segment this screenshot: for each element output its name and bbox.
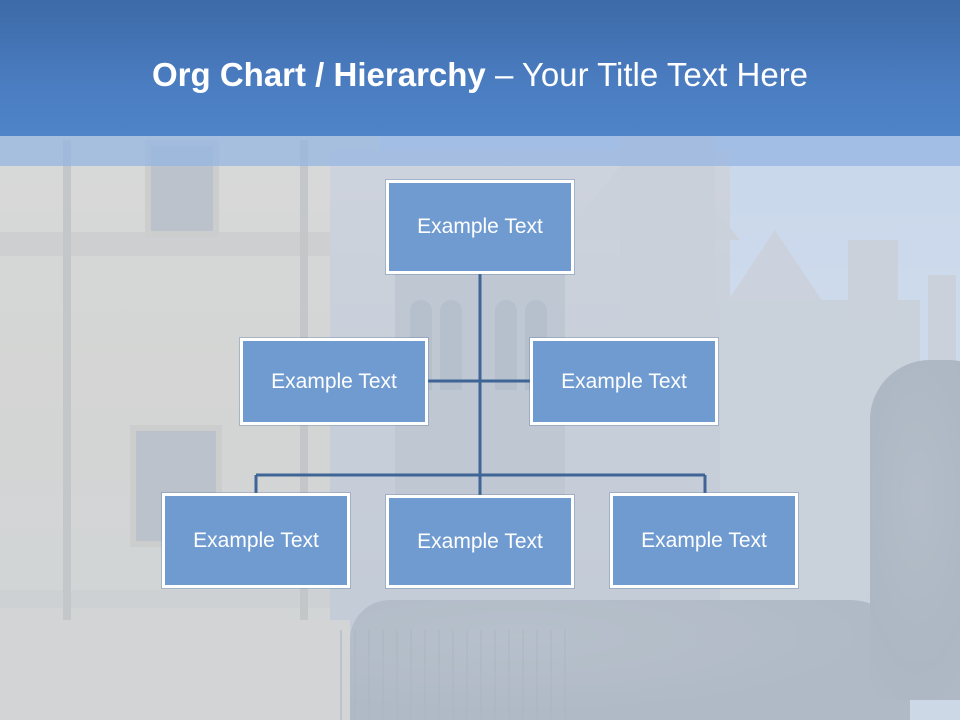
tower xyxy=(620,135,715,335)
org-node-subordinate-center[interactable]: Example Text xyxy=(386,495,574,588)
tree xyxy=(870,360,960,700)
org-node-subordinate-right[interactable]: Example Text xyxy=(610,493,798,588)
slide-title: Org Chart / Hierarchy – Your Title Text … xyxy=(152,52,808,98)
ground xyxy=(0,620,350,720)
org-node-assistant-right[interactable]: Example Text xyxy=(530,338,718,425)
org-node-assistant-left[interactable]: Example Text xyxy=(240,338,428,425)
wall-string-course xyxy=(0,590,380,608)
drainpipe xyxy=(63,140,71,620)
org-node-subordinate-left[interactable]: Example Text xyxy=(162,493,350,588)
chimney xyxy=(928,275,956,375)
window xyxy=(440,300,462,390)
title-bar-strip xyxy=(0,136,960,166)
slide-title-rest: – Your Title Text Here xyxy=(485,56,809,93)
gable xyxy=(725,230,825,305)
window xyxy=(495,300,517,390)
iron-fence xyxy=(340,630,570,720)
slide-title-bold: Org Chart / Hierarchy xyxy=(152,56,486,93)
chimney xyxy=(848,240,898,320)
org-node-top[interactable]: Example Text xyxy=(386,180,574,274)
title-bar xyxy=(0,0,960,136)
